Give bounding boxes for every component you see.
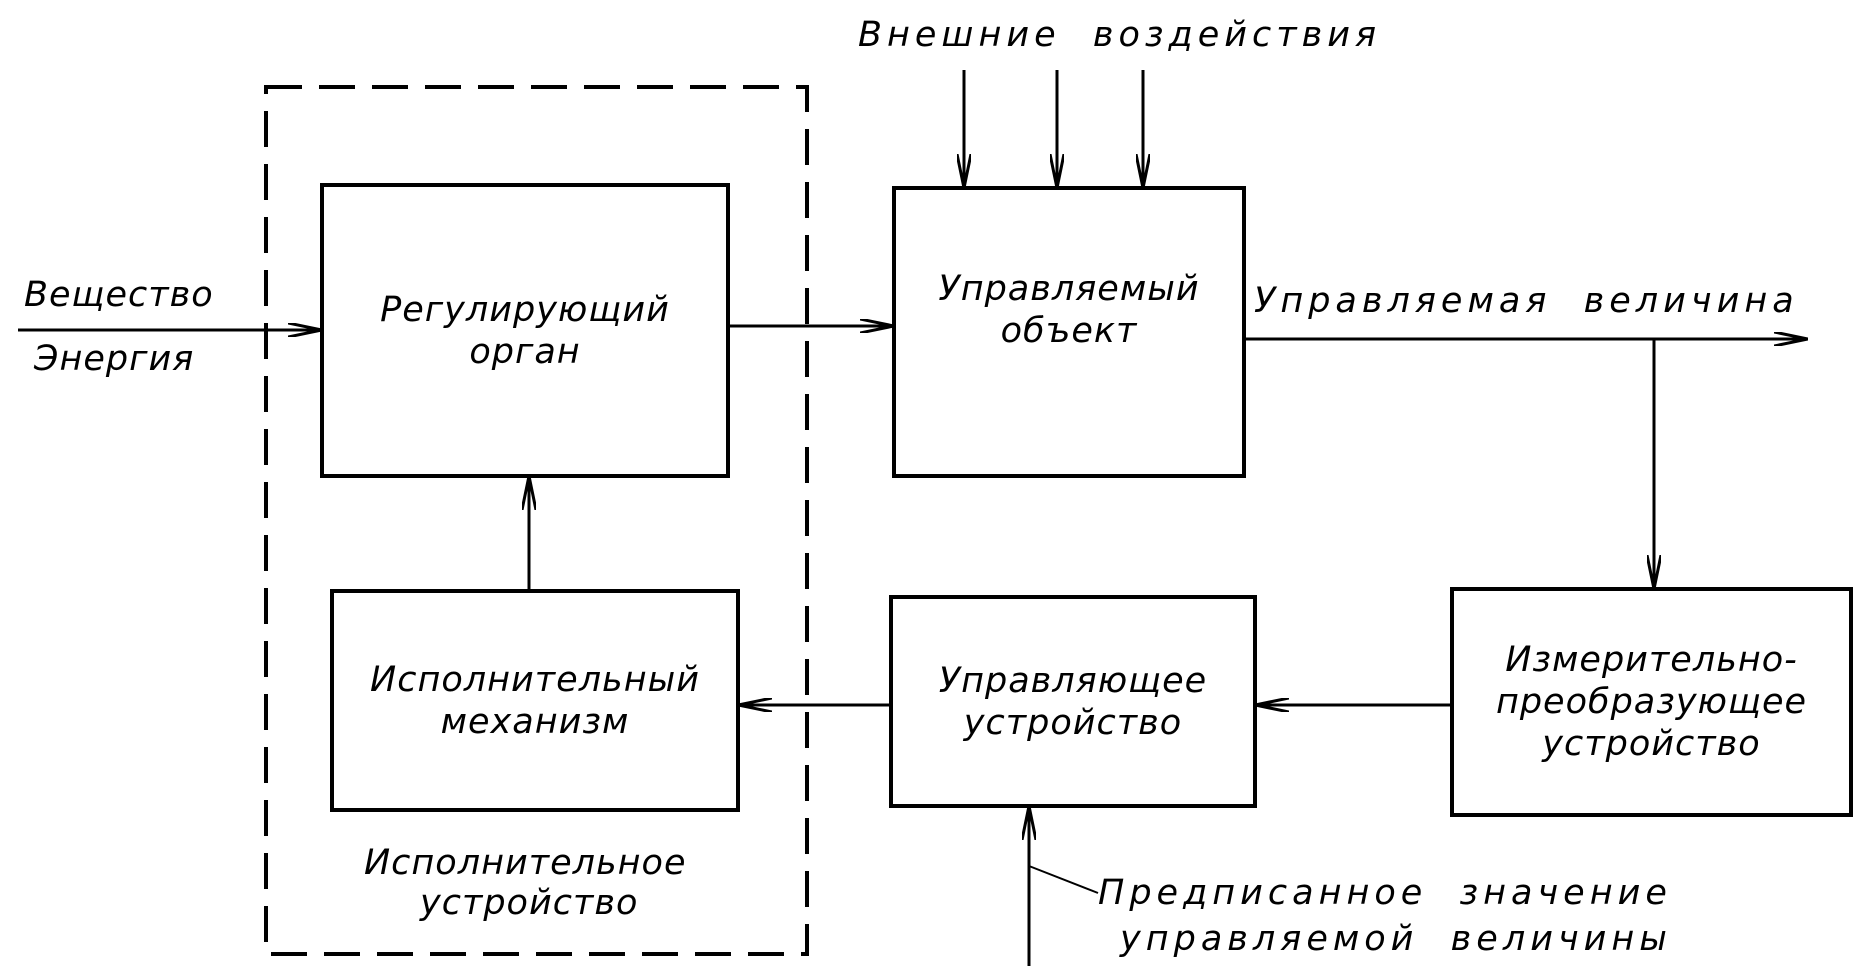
actuator-mechanism-line2: механизм	[440, 701, 630, 742]
actuator-mechanism-label: Исполнительный механизм	[332, 591, 738, 810]
control-device-line2: устройство	[963, 702, 1183, 743]
measuring-device-line1: Измерительно-	[1505, 640, 1798, 680]
executive-device-label-line2: устройство	[420, 883, 639, 923]
controlled-quantity-label: Управляемая величина	[1254, 281, 1799, 321]
executive-device-label-line1: Исполнительное	[364, 843, 687, 883]
energy-label: Энергия	[34, 339, 195, 379]
measuring-device-line3: устройство	[1542, 724, 1761, 764]
substance-label: Вещество	[24, 275, 214, 315]
measuring-device-label: Измерительно- преобразующее устройство	[1452, 589, 1851, 815]
setpoint-leader-line	[1028, 865, 1099, 894]
controlled-object-line1: Управляемый	[938, 269, 1200, 309]
executive-device-boundary	[264, 85, 809, 956]
control-device-label: Управляющее устройство	[891, 597, 1255, 806]
regulating-organ-label: Регулирующий орган	[322, 185, 728, 476]
controlled-object-line2: объект	[1000, 311, 1138, 351]
actuator-mechanism-line1: Исполнительный	[370, 659, 700, 700]
measuring-device-line2: преобразующее	[1495, 682, 1808, 722]
control-device-line1: Управляющее	[938, 660, 1208, 701]
setpoint-label-line2: управляемой величины	[1120, 919, 1672, 959]
regulating-organ-line2: орган	[469, 331, 581, 372]
external-influences-label: Внешние воздействия	[858, 15, 1382, 55]
controlled-object-label: Управляемый объект	[894, 260, 1244, 360]
setpoint-label-line1: Предписанное значение	[1098, 873, 1672, 913]
measuring-device-box	[1450, 587, 1853, 817]
controlled-object-box	[892, 186, 1246, 478]
regulating-organ-line1: Регулирующий	[380, 289, 670, 330]
